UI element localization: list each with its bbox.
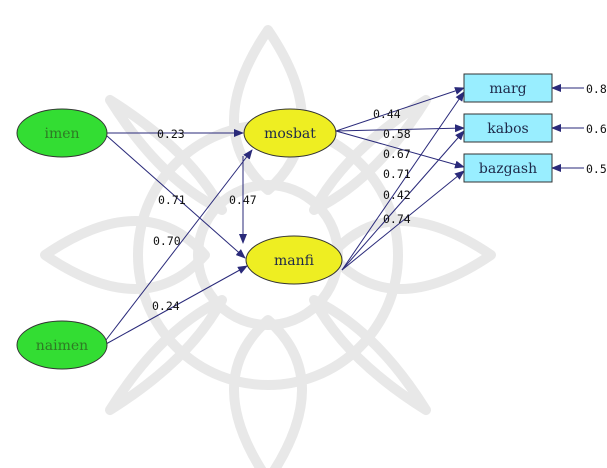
node-mosbat: mosbat [243, 108, 337, 158]
coef-manfi-marg: 0.71 [383, 167, 411, 181]
coef-imen-manfi: 0.71 [158, 193, 186, 207]
error-kabos: 0.66 [586, 122, 607, 136]
coef-naimen-mosbat: 0.70 [153, 234, 181, 248]
node-marg: marg [463, 73, 553, 103]
node-bazgash: bazgash [463, 153, 553, 183]
node-manfi: manfi [245, 235, 343, 285]
node-manfi-label: manfi [274, 253, 315, 269]
coef-imen-mosbat: 0.23 [157, 127, 185, 141]
node-kabos: kabos [463, 113, 553, 143]
node-bazgash-label: bazgash [479, 161, 537, 177]
node-naimen: naimen [16, 320, 108, 370]
error-terms: 0.80 0.66 0.54 [586, 82, 607, 176]
coef-naimen-manfi: 0.24 [152, 299, 180, 313]
coef-manfi-bazgash: 0.74 [383, 212, 411, 226]
node-marg-label: marg [489, 81, 526, 97]
node-imen-label: imen [44, 126, 79, 142]
path-manfi-kabos [341, 130, 465, 271]
node-imen: imen [16, 108, 108, 158]
path-naimen-manfi [105, 265, 248, 345]
structural-paths [105, 84, 584, 345]
coefficients: 0.23 0.71 0.47 0.70 0.24 0.44 0.58 0.67 … [152, 107, 411, 313]
node-mosbat-label: mosbat [264, 126, 316, 142]
path-naimen-mosbat [105, 149, 253, 341]
path-mosbat-kabos [335, 124, 465, 133]
coef-mosbat-manfi: 0.47 [229, 193, 257, 207]
error-bazgash: 0.54 [586, 162, 607, 176]
path-imen-manfi [106, 135, 246, 259]
node-naimen-label: naimen [36, 338, 88, 354]
coef-mosbat-marg: 0.44 [373, 107, 401, 121]
path-manfi-bazgash [341, 170, 465, 271]
path-mosbat-bazgash [335, 130, 465, 169]
path-manfi-marg [341, 91, 465, 271]
coef-manfi-kabos: 0.42 [383, 188, 411, 202]
error-marg: 0.80 [586, 82, 607, 96]
path-mosbat-marg [335, 87, 465, 132]
coef-mosbat-bazgash: 0.67 [383, 147, 411, 161]
coef-mosbat-kabos: 0.58 [383, 127, 411, 141]
node-kabos-label: kabos [487, 121, 528, 137]
